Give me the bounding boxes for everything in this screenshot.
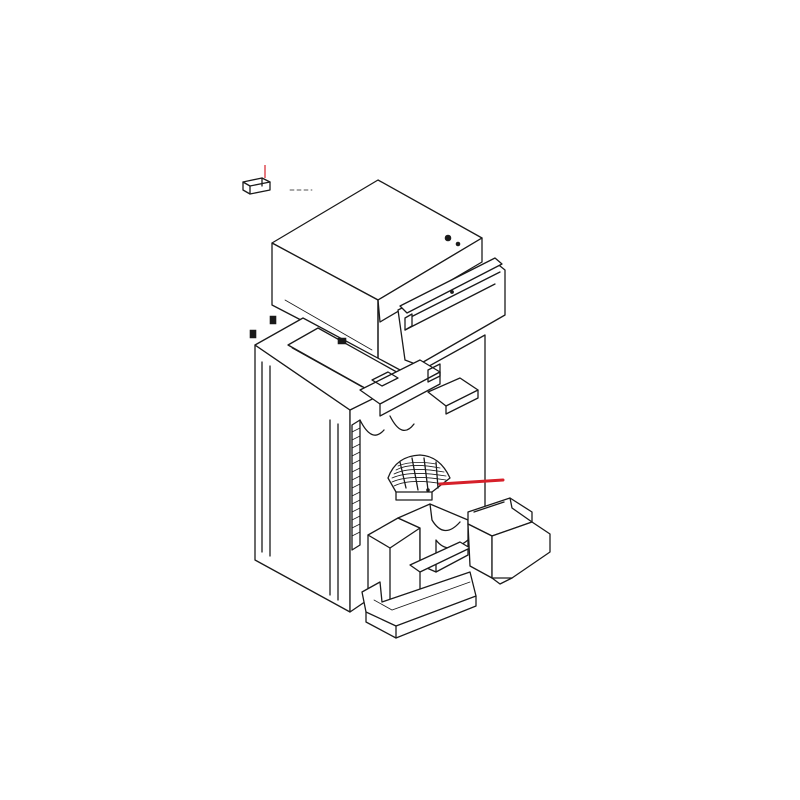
front-flap: [397, 257, 506, 366]
drip-tray-base: [361, 571, 477, 639]
top-cover: [271, 179, 483, 361]
bracket-shelf: [359, 359, 479, 436]
clip-part: [242, 177, 313, 195]
water-tank: [467, 497, 551, 585]
red-pointer-line: [438, 478, 505, 486]
drip-tray-grid: [387, 454, 451, 501]
